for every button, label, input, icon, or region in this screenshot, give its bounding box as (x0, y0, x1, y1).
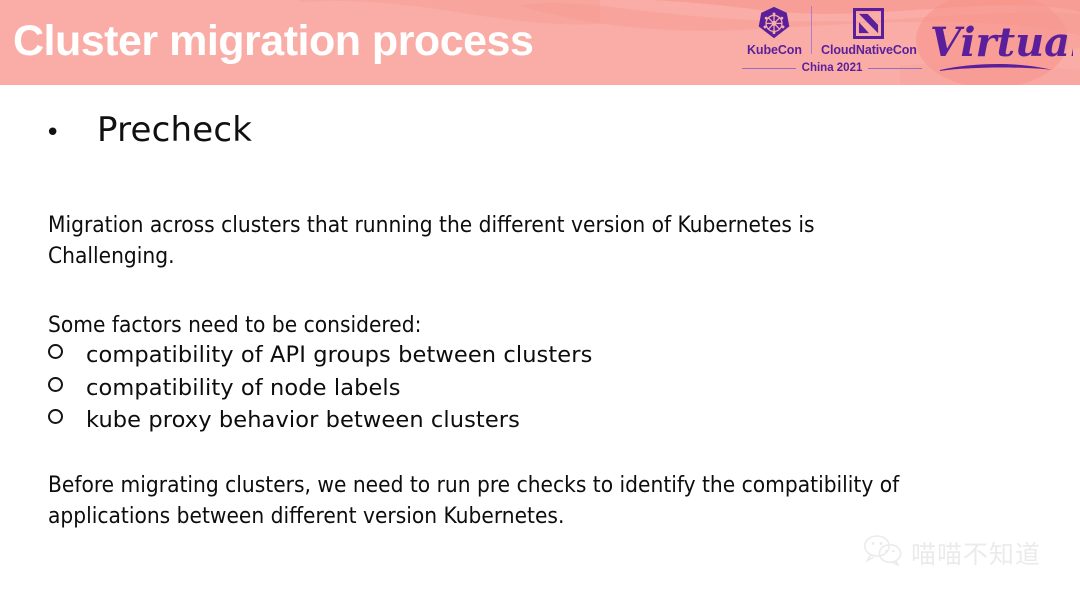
list-item-label: compatibility of node labels (86, 374, 401, 401)
edition-rule-left (742, 67, 796, 69)
hollow-circle-bullet-icon (48, 409, 86, 427)
outro-paragraph: Before migrating clusters, we need to ru… (48, 472, 900, 529)
main-bullet-precheck: • Precheck (45, 110, 252, 150)
logo-divider (810, 6, 812, 54)
list-item: kube proxy behavior between clusters (48, 407, 592, 440)
watermark: 喵喵不知道 (862, 534, 1041, 571)
list-item: compatibility of API groups between clus… (48, 342, 592, 375)
edition-row: China 2021 (742, 62, 923, 74)
kubernetes-helm-icon (757, 6, 791, 40)
edition-rule-right (868, 67, 923, 69)
hollow-circle-bullet-icon (48, 344, 86, 362)
hollow-circle-bullet-icon (48, 376, 86, 395)
list-item: compatibility of node labels (48, 375, 592, 408)
edition-label: China 2021 (801, 62, 863, 74)
kubecon-logo-cell: KubeCon (742, 6, 807, 57)
virtual-logo: Virtual (918, 4, 1080, 82)
kubecon-cloudnativecon-logo: KubeCon CloudNativeCon China 2021 (742, 6, 923, 82)
cncf-square-icon (853, 6, 885, 40)
intro-paragraph: Migration across clusters that running t… (48, 212, 815, 269)
page-title: Cluster migration process (13, 17, 534, 65)
list-item-label: kube proxy behavior between clusters (86, 407, 520, 433)
list-item-label: compatibility of API groups between clus… (86, 342, 593, 368)
bullet-dot-icon: • (45, 118, 61, 148)
wechat-icon (862, 534, 904, 571)
main-bullet-label: Precheck (97, 110, 253, 150)
slide-header-banner: Cluster migration process (0, 0, 1080, 85)
logo-row: KubeCon CloudNativeCon (742, 6, 922, 62)
slide-body: • Precheck Migration across clusters tha… (0, 85, 1080, 603)
factors-list: compatibility of API groups between clus… (48, 342, 592, 440)
factors-heading: Some factors need to be considered: (48, 312, 422, 338)
cloudnativecon-logo-cell: CloudNativeCon (816, 6, 922, 57)
virtual-script-text: Virtual (930, 19, 1073, 66)
cloudnativecon-wordmark: CloudNativeCon (821, 43, 917, 57)
watermark-text: 喵喵不知道 (911, 539, 1042, 569)
kubecon-wordmark: KubeCon (747, 43, 802, 57)
